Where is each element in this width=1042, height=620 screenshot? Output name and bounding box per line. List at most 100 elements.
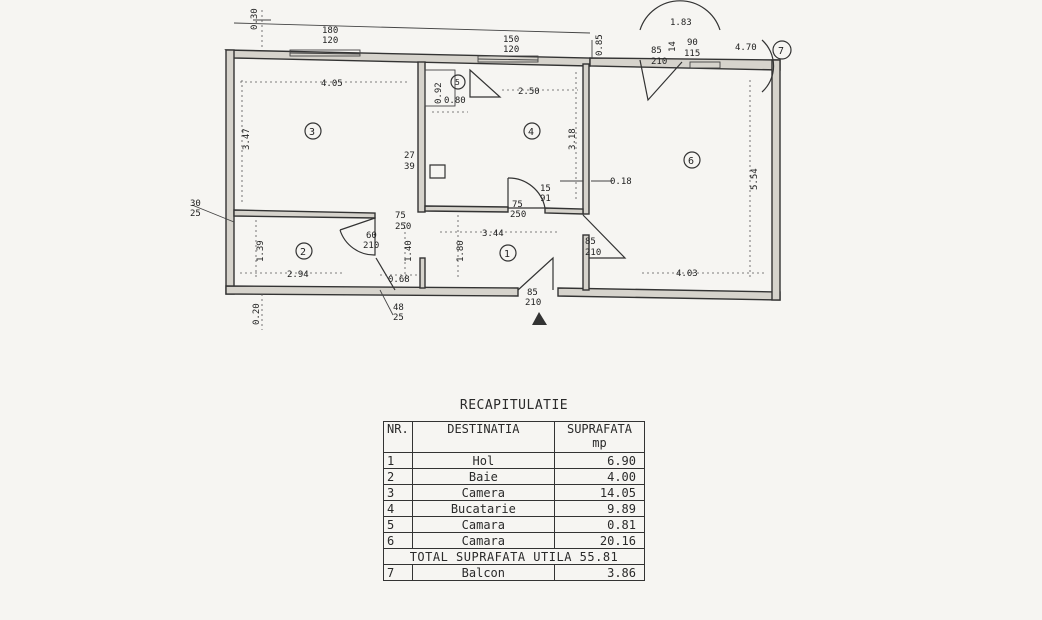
dim-label: 25	[190, 209, 201, 219]
header-nr: NR.	[383, 421, 413, 453]
dimension-labels: 0.30 180 120 150 120 0.85 1.83 85 210 14…	[190, 8, 760, 325]
dim-label: 14	[668, 41, 678, 52]
dim-label: 120	[503, 45, 519, 55]
room-numbers: 3 4 6 2 1 5	[295, 74, 701, 262]
table-row: 2 Baie 4.00	[383, 468, 645, 485]
table-row: 5 Camara 0.81	[383, 516, 645, 533]
dim-label: 4.70	[735, 43, 757, 53]
cell-dest: Hol	[411, 452, 556, 469]
cell-area: 14.05	[554, 484, 645, 501]
dim-label: 48	[393, 303, 404, 313]
cell-dest: Bucatarie	[411, 500, 556, 517]
room-num-1: 1	[504, 249, 510, 260]
dim-label: 0.92	[434, 82, 444, 104]
dim-label: 0.30	[250, 8, 260, 30]
dim-label: 2.94	[287, 270, 309, 280]
room-num-7: 7	[778, 46, 784, 57]
dim-label: 210	[585, 248, 601, 258]
dim-label: 0.68	[388, 275, 410, 285]
dim-label: 1.39	[256, 240, 266, 262]
dim-label: 0.80	[444, 96, 466, 106]
dim-label: 15	[540, 184, 551, 194]
dim-label: 210	[363, 241, 379, 251]
dim-label: 30	[190, 199, 201, 209]
dim-label: 3.18	[568, 128, 578, 150]
dim-label: 180	[322, 26, 338, 36]
total-cell: TOTAL SUPRAFATA UTILA 55.81	[383, 548, 645, 565]
dim-label: 4.03	[676, 269, 698, 279]
dim-label: 150	[503, 35, 519, 45]
table-row: 1 Hol 6.90	[383, 452, 645, 469]
room-num-2: 2	[300, 247, 306, 258]
walls	[224, 49, 781, 301]
dim-label: 1.40	[404, 240, 414, 262]
cell-nr: 2	[383, 468, 413, 485]
recap-section: RECAPITULATIE NR. DESTINATIA SUPRAFATA m…	[383, 398, 645, 581]
recap-table: NR. DESTINATIA SUPRAFATA mp 1 Hol 6.90 2…	[383, 421, 645, 581]
dim-label: 115	[684, 49, 700, 59]
dim-label: 75	[395, 211, 406, 221]
room-num-5: 5	[455, 78, 460, 87]
room-num-6: 6	[688, 156, 694, 167]
dim-label: 3.44	[482, 229, 504, 239]
recap-title: RECAPITULATIE	[459, 398, 569, 413]
dim-label: 91	[540, 194, 551, 204]
dim-label: 60	[366, 231, 377, 241]
dim-label: 90	[687, 38, 698, 48]
table-row: 4 Bucatarie 9.89	[383, 500, 645, 517]
dim-label: 75	[512, 200, 523, 210]
cell-dest: Camara	[411, 516, 556, 533]
cell-area: 9.89	[554, 500, 645, 517]
cell-nr: 3	[383, 484, 413, 501]
header-suprafata-line2: mp	[592, 436, 607, 450]
dim-label: 39	[404, 162, 415, 172]
cell-nr: 7	[383, 564, 413, 581]
dim-label: 2.50	[518, 87, 540, 97]
header-suprafata-line1: SUPRAFATA	[566, 422, 633, 436]
dim-label: 0.20	[252, 303, 262, 325]
dim-label: 5.54	[750, 168, 760, 190]
door-swings	[339, 0, 721, 291]
room-num-3: 3	[309, 127, 315, 138]
dim-label: 0.18	[610, 177, 632, 187]
balcon-row: 7 Balcon 3.86	[383, 564, 645, 581]
table-row: 6 Camara 20.16	[383, 532, 645, 549]
cell-dest: Baie	[411, 468, 556, 485]
dim-label: 250	[395, 222, 411, 232]
cell-nr: 1	[383, 452, 413, 469]
dim-label: 1.83	[670, 18, 692, 28]
room-num-4: 4	[528, 127, 534, 138]
floor-plan-drawing: 7 3 4 6 2 1 5	[190, 0, 792, 330]
dim-label: 4.05	[321, 79, 343, 89]
cell-area: 20.16	[554, 532, 645, 549]
header-destinatia: DESTINATIA	[411, 421, 556, 453]
cell-dest: Camera	[411, 484, 556, 501]
dim-label: 1.80	[456, 240, 466, 262]
cell-nr: 6	[383, 532, 413, 549]
dimension-lines	[191, 10, 766, 330]
table-row: 3 Camera 14.05	[383, 484, 645, 501]
cell-dest: Camara	[411, 532, 556, 549]
cell-nr: 5	[383, 516, 413, 533]
dim-label: 250	[510, 210, 526, 220]
cell-area: 0.81	[554, 516, 645, 533]
balcony: 7	[761, 39, 792, 93]
cell-area: 4.00	[554, 468, 645, 485]
cell-nr: 4	[383, 500, 413, 517]
windows	[289, 49, 721, 69]
recap-header-row: NR. DESTINATIA SUPRAFATA mp	[383, 421, 645, 453]
dim-label: 85	[527, 288, 538, 298]
dim-label: 3.47	[242, 128, 252, 150]
header-suprafata: SUPRAFATA mp	[554, 421, 645, 453]
dim-label: 210	[525, 298, 541, 308]
dim-label: 85	[651, 46, 662, 56]
dim-label: 25	[393, 313, 404, 323]
dim-label: 85	[585, 237, 596, 247]
dim-label: 0.85	[595, 34, 605, 56]
cell-dest: Balcon	[411, 564, 556, 581]
dim-label: 27	[404, 151, 415, 161]
total-row: TOTAL SUPRAFATA UTILA 55.81	[383, 548, 645, 565]
dim-label: 120	[322, 36, 338, 46]
dim-label: 210	[651, 57, 667, 67]
